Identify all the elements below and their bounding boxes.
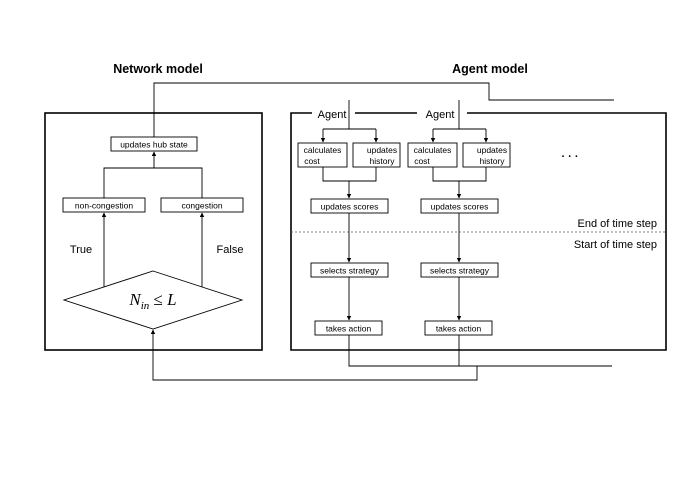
agent1-history-box <box>352 142 401 168</box>
agent1-strategy-label: selects strategy <box>320 266 380 276</box>
agent2-cost-line1: calculates <box>414 145 452 155</box>
condition-operator: ≤ <box>149 290 167 309</box>
actions-to-network-line <box>150 329 478 381</box>
agent1-join-connector <box>322 167 377 182</box>
condition-diamond <box>62 270 244 330</box>
merge-connector <box>103 167 203 198</box>
agent-model-title: Agent model <box>452 62 528 76</box>
agent2-scores-label: updates scores <box>431 202 489 212</box>
condition-rhs: L <box>166 290 176 309</box>
agent2-action-box <box>424 320 493 336</box>
agent1-cost-line2: cost <box>304 156 320 166</box>
start-of-time-step-label: Start of time step <box>574 239 657 251</box>
agent-label-2: Agent <box>426 109 455 121</box>
condition-lhs: N <box>128 290 142 309</box>
agent2-scores-box <box>420 198 499 214</box>
agent-label-1: Agent <box>318 109 347 121</box>
agent1-strategy-box <box>310 262 389 278</box>
network-model-title: Network model <box>113 62 203 76</box>
agent1-action-label: takes action <box>326 324 372 334</box>
agent2-cost-line2: cost <box>414 156 430 166</box>
true-label: True <box>70 244 92 256</box>
agent2-history-box <box>462 142 511 168</box>
agent1-action-box <box>314 320 383 336</box>
false-label: False <box>217 244 244 256</box>
agent1-history-line2: history <box>369 156 395 166</box>
agent2-history-line2: history <box>479 156 505 166</box>
agent2-join-connector <box>432 167 487 182</box>
agent2-action-label: takes action <box>436 324 482 334</box>
agent2-cost-box <box>407 142 458 168</box>
agent1-scores-label: updates scores <box>321 202 379 212</box>
condition-subscript: in <box>141 300 150 312</box>
more-agents-ellipsis: · · · <box>561 151 578 163</box>
hub-to-agents-line <box>153 82 614 137</box>
end-of-time-step-label: End of time step <box>578 218 658 230</box>
agent1-cost-line1: calculates <box>304 145 342 155</box>
agent-model-frame <box>290 112 667 351</box>
network-model-frame <box>44 112 263 351</box>
agent2-strategy-box <box>420 262 499 278</box>
agent1-scores-box <box>310 198 389 214</box>
actions-output-line <box>348 335 612 367</box>
hub-state-label: updates hub state <box>120 140 188 150</box>
congestion-label: congestion <box>181 201 222 211</box>
agent1-cost-box <box>297 142 348 168</box>
condition-formula: Nin ≤ L <box>128 290 176 312</box>
agent1-history-line1: updates <box>367 145 397 155</box>
agent2-history-line1: updates <box>477 145 507 155</box>
non-congestion-label: non-congestion <box>75 201 133 211</box>
agent2-strategy-label: selects strategy <box>430 266 490 276</box>
